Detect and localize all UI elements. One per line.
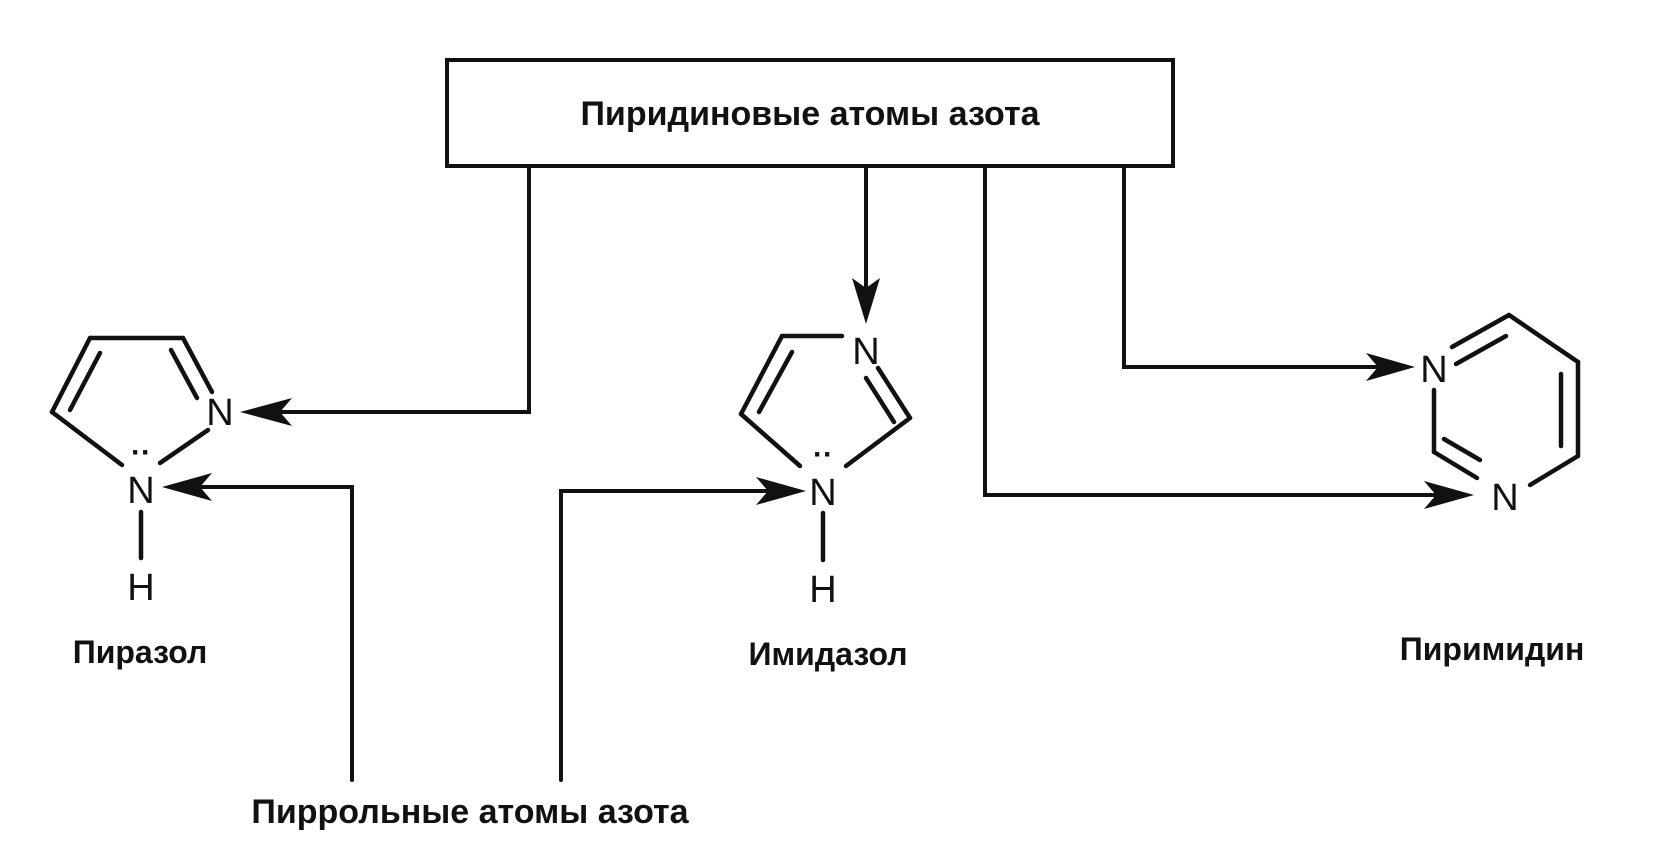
pyrazole-name: Пиразол xyxy=(73,634,208,670)
arrowhead-imidazole-n xyxy=(852,278,880,324)
pyrazole-atom-h: H xyxy=(127,567,154,609)
pyrimidine-name: Пиримидин xyxy=(1400,631,1585,667)
pyrazole-bond-c3-n2-double xyxy=(168,347,200,401)
imidazole-atom-n1: N xyxy=(809,472,836,514)
pyrimidine-atom-n1: N xyxy=(1420,349,1447,391)
pyridine-connectors xyxy=(240,164,1474,509)
pyrimidine-structure: N N Пиримидин xyxy=(1400,312,1585,667)
pyrimidine-bond-c4-n3 xyxy=(1527,453,1581,488)
connector-from-bottom-to-pyrazole-nh xyxy=(186,485,354,782)
imidazole-atom-n3: N xyxy=(852,331,879,373)
pyrazole-bond-c3-n2 xyxy=(180,335,215,395)
pyrimidine-bond-n1-c6-double xyxy=(1453,333,1509,367)
arrowhead-imidazole-nh xyxy=(756,477,806,505)
pyrazole-structure: N ·· N H Пиразол xyxy=(49,335,234,670)
imidazole-bond-c5-n1 xyxy=(738,411,803,469)
pyridine-nitrogen-box: Пиридиновые атомы азота xyxy=(445,58,1175,168)
pyrimidine-bond-n1-c6 xyxy=(1449,312,1512,350)
imidazole-bond-c4-c5-double xyxy=(756,349,795,415)
imidazole-bond-n3-c2-double xyxy=(863,375,897,425)
pyrimidine-atom-n3: N xyxy=(1491,477,1518,519)
pyrazole-bond-c4-c5-double xyxy=(67,350,103,413)
connector-from-bottom-to-imidazole-nh xyxy=(559,489,780,782)
connector-to-pyrazole-n xyxy=(258,164,531,414)
pyrrole-nitrogen-label: Пиррольные атомы азота xyxy=(251,793,689,831)
imidazole-lone-pair: ·· xyxy=(813,438,833,471)
pyrimidine-bond-n3-c2 xyxy=(1431,449,1480,481)
connector-to-pyrimidine-lower-n xyxy=(983,164,1442,497)
pyrazole-bond-c4-c5 xyxy=(49,335,93,415)
header-box-label: Пиридиновые атомы азота xyxy=(580,95,1040,133)
pyrazole-atom-n1: N xyxy=(127,470,154,512)
pyrazole-bond-c5-n1 xyxy=(49,409,125,468)
pyrazole-bond-n2-n1 xyxy=(157,427,211,466)
imidazole-bond-c2-n1 xyxy=(843,415,913,469)
pyrimidine-bond-c6-c5 xyxy=(1506,312,1581,365)
arrowhead-pyrimidine-upper-n xyxy=(1366,353,1415,381)
imidazole-atom-h: H xyxy=(809,569,836,611)
pyrazole-atom-n2: N xyxy=(206,392,233,434)
arrowhead-pyrazole-nh xyxy=(162,473,212,501)
imidazole-name: Имидазол xyxy=(748,636,907,672)
pyrimidine-bond-n3-c2-double xyxy=(1441,436,1483,463)
header-box-frame xyxy=(445,58,1175,168)
connector-to-pyrimidine-upper-n xyxy=(1122,164,1387,369)
imidazole-bond-n3-c2 xyxy=(875,365,913,421)
pyrrole-connectors xyxy=(162,473,806,782)
arrowhead-pyrazole-n xyxy=(240,398,292,426)
imidazole-bond-c4-c5 xyxy=(738,333,785,417)
imidazole-structure: N ·· N H Имидазол xyxy=(738,331,913,672)
pyrazole-lone-pair: ·· xyxy=(131,436,151,469)
arrowhead-pyrimidine-lower-n xyxy=(1424,481,1474,509)
